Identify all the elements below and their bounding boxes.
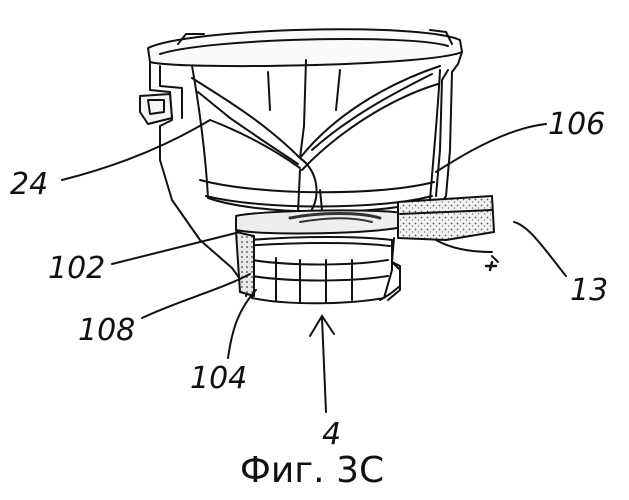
leader-106 <box>436 124 546 172</box>
leader-108 <box>142 274 250 318</box>
label-24: 24 <box>10 167 48 202</box>
label-102: 102 <box>48 251 105 286</box>
label-13: 13 <box>570 273 608 308</box>
leader-13 <box>514 222 566 276</box>
seal-ring <box>398 196 494 240</box>
arrow-4-shaft <box>322 318 326 412</box>
label-106: 106 <box>548 107 605 142</box>
label-108: 108 <box>78 313 135 348</box>
label-104: 104 <box>190 361 247 396</box>
side-clip <box>140 94 172 124</box>
leader-104 <box>228 290 256 358</box>
label-4: 4 <box>322 417 341 452</box>
figure-caption: Фиг. 3С <box>240 450 384 491</box>
leader-24 <box>62 120 210 180</box>
funnel-fin-left <box>192 78 300 158</box>
